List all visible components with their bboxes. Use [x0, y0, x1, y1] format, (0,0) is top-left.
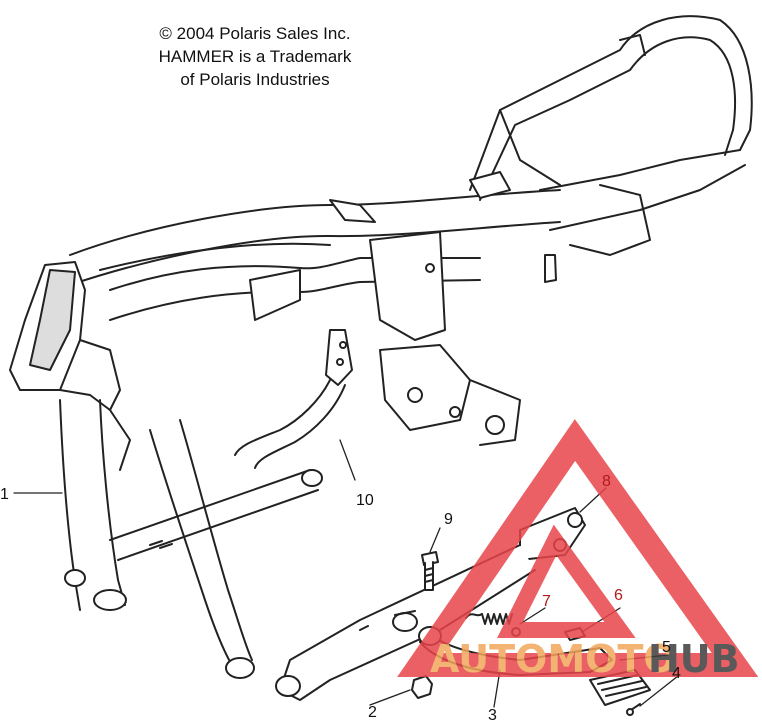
copyright-line-2: HAMMER is a Trademark — [158, 47, 352, 66]
upper-left-bracket — [249, 254, 557, 321]
lower-cross-tube — [109, 469, 323, 561]
callout-9: 9 — [444, 511, 453, 528]
callout-3: 3 — [488, 707, 497, 721]
callout-6: 6 — [614, 587, 623, 604]
lock-nut — [411, 675, 433, 699]
small-screw — [626, 703, 641, 716]
mount-bolt — [421, 551, 439, 591]
callout-2: 2 — [368, 704, 377, 721]
callout-labels: 1 2 3 4 5 6 7 8 9 10 — [0, 473, 681, 721]
removable-down-tube — [234, 329, 353, 469]
front-down-tube — [59, 399, 255, 679]
watermark-text-hub: HUB — [648, 637, 740, 681]
callout-4: 4 — [672, 665, 681, 682]
callout-8: 8 — [602, 473, 611, 490]
automotohub-watermark: AUTOMOTO HUB — [397, 419, 759, 681]
watermark-text-auto: AUTOMOTO — [430, 637, 676, 681]
copyright-line-1: © 2004 Polaris Sales Inc. — [159, 24, 351, 43]
callout-10: 10 — [356, 492, 374, 509]
steering-head — [9, 261, 131, 471]
copyright-notice: © 2004 Polaris Sales Inc. HAMMER is a Tr… — [120, 22, 390, 91]
engine-mount-bracket — [329, 171, 521, 446]
callout-5: 5 — [662, 639, 671, 656]
callout-1: 1 — [0, 486, 9, 503]
frame-backbone — [69, 189, 561, 321]
rear-loop-rail — [469, 15, 753, 256]
copyright-line-3: of Polaris Industries — [180, 70, 330, 89]
callout-7: 7 — [542, 593, 551, 610]
